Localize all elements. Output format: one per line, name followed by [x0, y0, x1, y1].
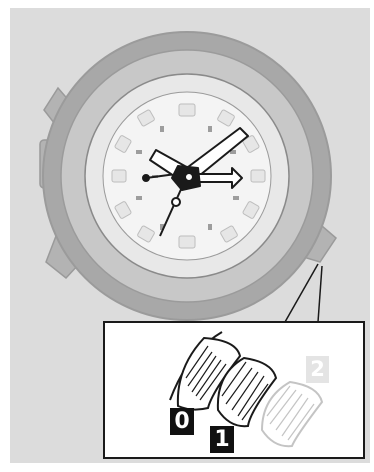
position-label-1: 1 [210, 426, 234, 453]
position-label-2: 2 [306, 356, 329, 383]
position-label-0: 0 [170, 408, 194, 435]
